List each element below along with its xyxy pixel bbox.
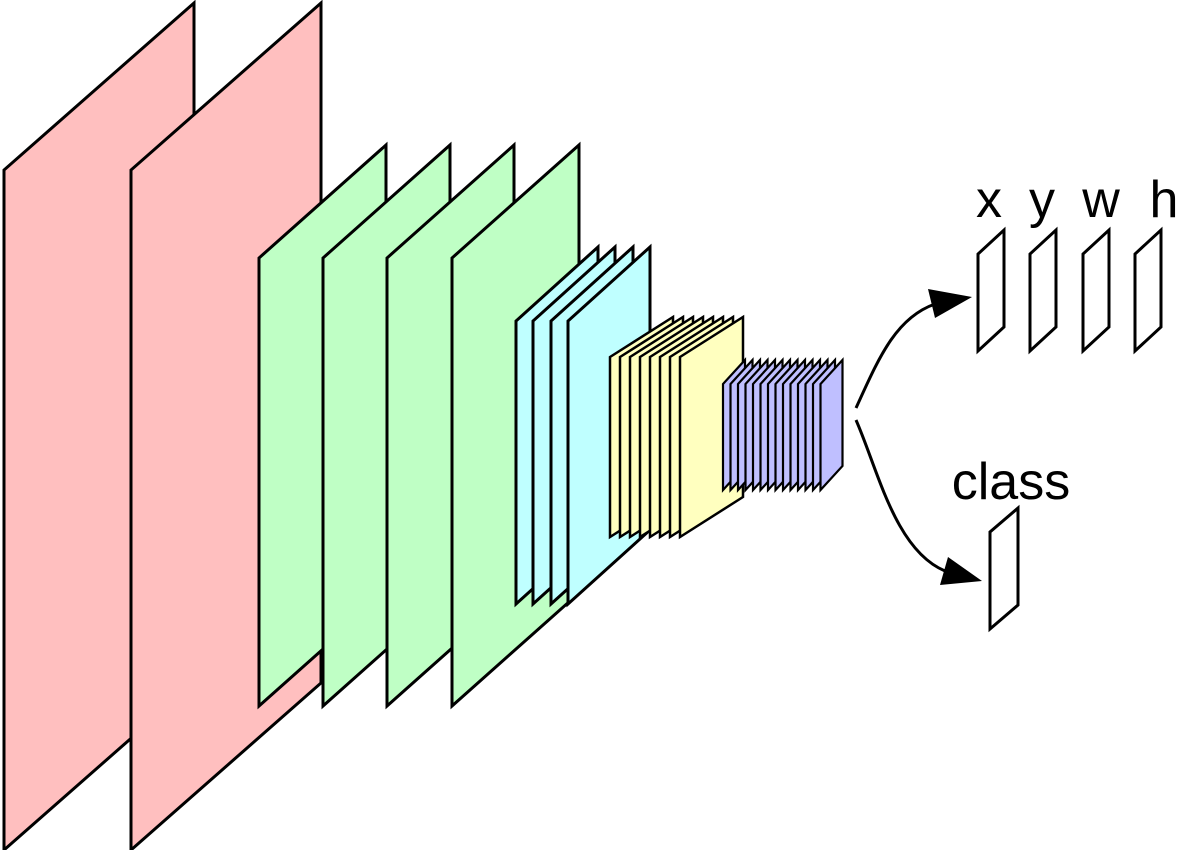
bbox-output-vector — [976, 226, 1006, 355]
bbox-label-w: w — [1081, 171, 1120, 229]
bbox-label-x: x — [976, 171, 1002, 229]
bbox-output-vector — [1028, 226, 1058, 355]
output-vectors — [976, 226, 1163, 633]
bbox-label-y: y — [1029, 171, 1055, 229]
class-arrow — [854, 419, 946, 573]
bbox-label-h: h — [1150, 171, 1179, 229]
bbox-arrowhead — [928, 289, 972, 318]
bbox-output-vector — [1133, 226, 1163, 355]
bbox-output-vector — [1081, 226, 1111, 355]
class-arrowhead — [940, 557, 982, 585]
bbox-arrow — [854, 302, 936, 409]
class-output-vector — [988, 504, 1020, 633]
conv-layers — [2, 0, 844, 850]
output-arrows — [854, 289, 982, 585]
block5-sheet — [819, 357, 844, 493]
class-label: class — [952, 453, 1070, 511]
